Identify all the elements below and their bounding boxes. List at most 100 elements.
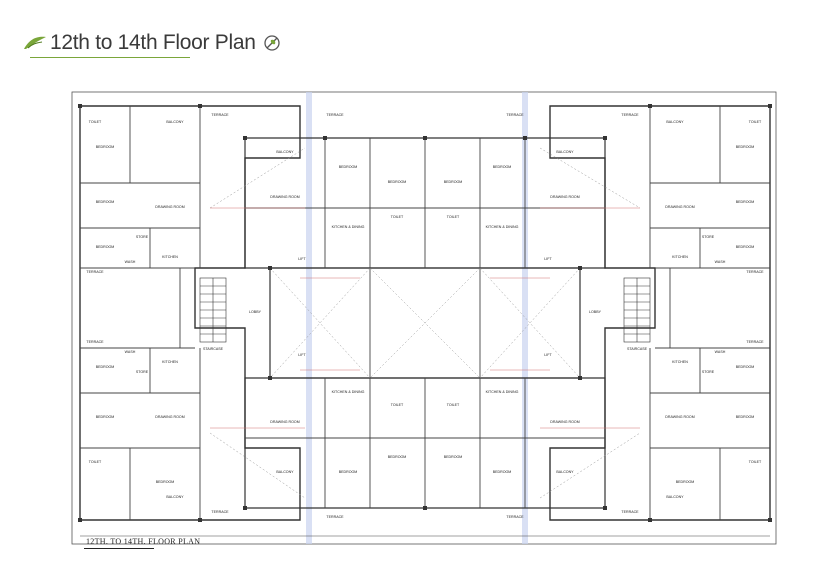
page-header: 12th to 14th Floor Plan xyxy=(22,28,282,58)
label-terrace: TERRACE xyxy=(326,113,344,117)
label-bedroom: BEDROOM xyxy=(96,200,115,204)
right-wing-outline xyxy=(549,105,771,521)
label-bedroom: BEDROOM xyxy=(96,245,115,249)
label-bedroom: BEDROOM xyxy=(388,455,407,459)
column-highlight-left xyxy=(306,92,312,544)
label-bedroom: BEDROOM xyxy=(96,365,115,369)
label-terrace: TERRACE xyxy=(506,515,524,519)
title-underline xyxy=(30,57,190,58)
label-kitchen: KITCHEN xyxy=(672,360,688,364)
column-highlight-right xyxy=(522,92,528,544)
label-bedroom: BEDROOM xyxy=(736,200,755,204)
label-balcony: BALCONY xyxy=(166,120,184,124)
label-terrace: TERRACE xyxy=(86,340,104,344)
label-terrace: TERRACE xyxy=(326,515,344,519)
label-balcony: BALCONY xyxy=(556,150,574,154)
plan-border xyxy=(71,91,777,545)
centre-partitions xyxy=(245,138,605,508)
label-balcony: BALCONY xyxy=(666,120,684,124)
label-terrace: TERRACE xyxy=(211,113,229,117)
left-wing-outline xyxy=(79,105,301,521)
label-drawing-room: DRAWING ROOM xyxy=(155,205,184,209)
label-toilet: TOILET xyxy=(391,403,404,407)
label-bedroom: BEDROOM xyxy=(493,470,512,474)
column-markers xyxy=(78,104,772,522)
label-toilet: TOILET xyxy=(89,460,102,464)
label-bedroom: BEDROOM xyxy=(736,415,755,419)
label-staircase: STAIRCASE xyxy=(203,347,224,351)
label-terrace: TERRACE xyxy=(621,113,639,117)
label-bedroom: BEDROOM xyxy=(96,145,115,149)
label-wash: WASH xyxy=(715,260,726,264)
label-terrace: TERRACE xyxy=(211,510,229,514)
label-balcony: BALCONY xyxy=(276,470,294,474)
page-title: 12th to 14th Floor Plan xyxy=(50,31,256,54)
label-terrace: TERRACE xyxy=(746,340,764,344)
label-drawing-room: DRAWING ROOM xyxy=(550,420,579,424)
label-staircase: STAIRCASE xyxy=(627,347,648,351)
label-toilet: TOILET xyxy=(749,460,762,464)
label-lift: LIFT xyxy=(544,257,552,261)
label-drawing-room: DRAWING ROOM xyxy=(155,415,184,419)
label-drawing-room: DRAWING ROOM xyxy=(550,195,579,199)
label-lobby: LOBBY xyxy=(249,310,262,314)
label-balcony: BALCONY xyxy=(556,470,574,474)
label-wash: WASH xyxy=(125,350,136,354)
floor-plan: DRAWING ROOM DRAWING ROOM DRAWING ROOM D… xyxy=(70,88,780,550)
label-drawing-room: DRAWING ROOM xyxy=(665,415,694,419)
label-terrace: TERRACE xyxy=(746,270,764,274)
label-kitchen: KITCHEN xyxy=(672,255,688,259)
label-bedroom: BEDROOM xyxy=(444,455,463,459)
floor-plan-drawing: DRAWING ROOM DRAWING ROOM DRAWING ROOM D… xyxy=(71,91,777,545)
label-kitchen-dining: KITCHEN & DINING xyxy=(486,390,519,394)
staircase-left xyxy=(199,277,227,343)
label-terrace: TERRACE xyxy=(506,113,524,117)
dimension-lines xyxy=(210,207,640,429)
label-balcony: BALCONY xyxy=(666,495,684,499)
label-bedroom: BEDROOM xyxy=(676,480,695,484)
room-labels: DRAWING ROOM DRAWING ROOM DRAWING ROOM D… xyxy=(86,113,764,519)
label-lift: LIFT xyxy=(298,353,306,357)
label-toilet: TOILET xyxy=(391,215,404,219)
label-bedroom: BEDROOM xyxy=(96,415,115,419)
label-terrace: TERRACE xyxy=(621,510,639,514)
label-kitchen-dining: KITCHEN & DINING xyxy=(332,225,365,229)
label-bedroom: BEDROOM xyxy=(339,470,358,474)
label-kitchen-dining: KITCHEN & DINING xyxy=(486,225,519,229)
leaf-icon xyxy=(24,36,46,49)
label-toilet: TOILET xyxy=(447,403,460,407)
label-drawing-room: DRAWING ROOM xyxy=(270,420,299,424)
label-bedroom: BEDROOM xyxy=(736,145,755,149)
label-bedroom: BEDROOM xyxy=(388,180,407,184)
label-bedroom: BEDROOM xyxy=(736,365,755,369)
label-lobby: LOBBY xyxy=(589,310,602,314)
label-bedroom: BEDROOM xyxy=(493,165,512,169)
staircase-right xyxy=(623,277,651,343)
label-kitchen: KITCHEN xyxy=(162,255,178,259)
label-bedroom: BEDROOM xyxy=(444,180,463,184)
label-kitchen-dining: KITCHEN & DINING xyxy=(332,390,365,394)
label-toilet: TOILET xyxy=(749,120,762,124)
centre-top-block xyxy=(244,137,606,269)
label-kitchen: KITCHEN xyxy=(162,360,178,364)
label-bedroom: BEDROOM xyxy=(339,165,358,169)
label-store: STORE xyxy=(702,235,715,239)
label-bedroom: BEDROOM xyxy=(736,245,755,249)
label-store: STORE xyxy=(136,235,149,239)
label-drawing-room: DRAWING ROOM xyxy=(270,195,299,199)
label-store: STORE xyxy=(136,370,149,374)
label-lift: LIFT xyxy=(544,353,552,357)
left-wing-partitions xyxy=(80,106,201,520)
label-drawing-room: DRAWING ROOM xyxy=(665,205,694,209)
label-balcony: BALCONY xyxy=(166,495,184,499)
label-terrace: TERRACE xyxy=(86,270,104,274)
label-toilet: TOILET xyxy=(447,215,460,219)
label-wash: WASH xyxy=(715,350,726,354)
plan-caption: 12TH. TO 14TH. FLOOR PLAN xyxy=(86,537,201,546)
label-store: STORE xyxy=(702,370,715,374)
label-bedroom: BEDROOM xyxy=(156,480,175,484)
label-balcony: BALCONY xyxy=(276,150,294,154)
label-wash: WASH xyxy=(125,260,136,264)
right-wing-partitions xyxy=(649,106,770,520)
plan-caption-underline xyxy=(84,548,154,549)
